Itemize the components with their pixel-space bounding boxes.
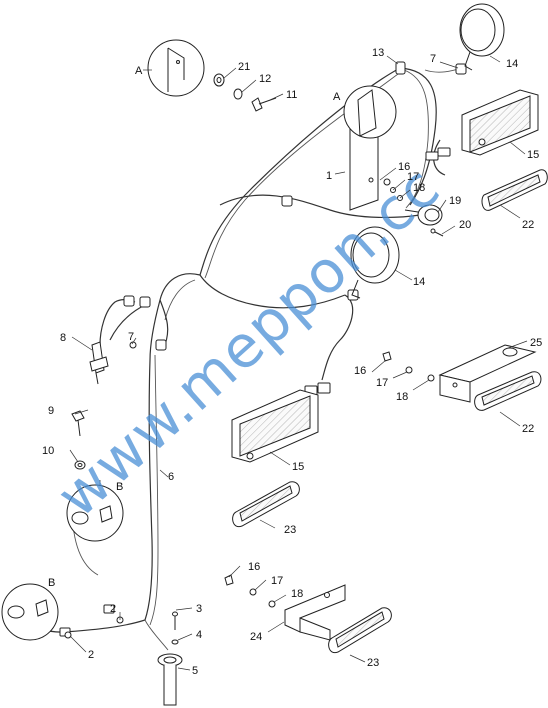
callout-6: 6 <box>168 471 174 483</box>
detail-label-a-plate: A <box>333 91 341 103</box>
callout-3: 3 <box>196 603 202 615</box>
callout-1: 1 <box>326 170 332 182</box>
callout-5: 5 <box>192 665 198 677</box>
callout-2-upper: 2 <box>110 603 116 615</box>
reflector-bottom-right <box>328 607 392 654</box>
detail-label-a-top: A <box>135 65 143 77</box>
detail-b-bottom <box>1 583 59 641</box>
wire-connectors <box>59 61 467 637</box>
leader-lines <box>69 55 528 671</box>
callout-19: 19 <box>449 195 461 207</box>
callout-20: 20 <box>459 219 471 231</box>
callout-22-top: 22 <box>522 219 534 231</box>
callout-24: 24 <box>250 631 262 643</box>
bracket-24 <box>284 584 346 641</box>
callout-21: 21 <box>238 61 250 73</box>
callout-16-bracket25: 16 <box>354 365 366 377</box>
callout-15-top: 15 <box>527 149 539 161</box>
callout-16-bracket24: 16 <box>248 561 260 573</box>
callout-11: 11 <box>286 89 297 101</box>
callout-labels: 1 2 2 3 4 5 6 7 7 8 9 10 11 12 13 14 14 … <box>42 47 542 677</box>
work-lamp-top <box>459 3 505 71</box>
callout-17-bracket24: 17 <box>271 575 283 587</box>
callout-4: 4 <box>196 629 202 641</box>
detail-label-b-bottom: B <box>48 577 55 589</box>
work-lamp-middle <box>350 226 400 299</box>
callout-16-top: 16 <box>398 161 410 173</box>
callout-7-top: 7 <box>430 53 436 65</box>
callout-13: 13 <box>372 47 384 59</box>
callout-15-bottom: 15 <box>292 461 304 473</box>
detail-a-plate <box>343 85 397 139</box>
rear-lamp-top <box>461 89 539 156</box>
callout-17-bracket25: 17 <box>376 377 388 389</box>
callout-18-bracket24: 18 <box>291 588 303 600</box>
callout-14-top: 14 <box>506 58 518 70</box>
callout-14-middle: 14 <box>413 276 425 288</box>
bracket-25 <box>438 344 537 403</box>
reflector-bottom-left <box>232 481 300 528</box>
detail-label-b-left: B <box>116 481 123 493</box>
rear-lamp-bottom <box>231 389 319 463</box>
callout-23-left: 23 <box>284 524 296 536</box>
callout-7-left: 7 <box>128 331 134 343</box>
callout-2-lower: 2 <box>88 649 94 661</box>
callout-10: 10 <box>42 445 54 457</box>
callout-8: 8 <box>60 332 66 344</box>
callout-12: 12 <box>259 73 271 85</box>
callout-9: 9 <box>48 405 54 417</box>
callout-22-right: 22 <box>522 423 534 435</box>
detail-a-top <box>147 39 205 97</box>
callout-23-right: 23 <box>367 657 379 669</box>
callout-17-top: 17 <box>407 171 419 183</box>
watermark: www.meppon.cc <box>44 153 453 531</box>
reflector-top <box>481 169 548 211</box>
callout-18-bracket25: 18 <box>396 391 408 403</box>
callout-18-top: 18 <box>413 182 425 194</box>
callout-25: 25 <box>530 337 542 349</box>
side-lamp <box>404 204 443 226</box>
detail-b-left <box>66 484 124 542</box>
reflector-right <box>474 371 542 411</box>
